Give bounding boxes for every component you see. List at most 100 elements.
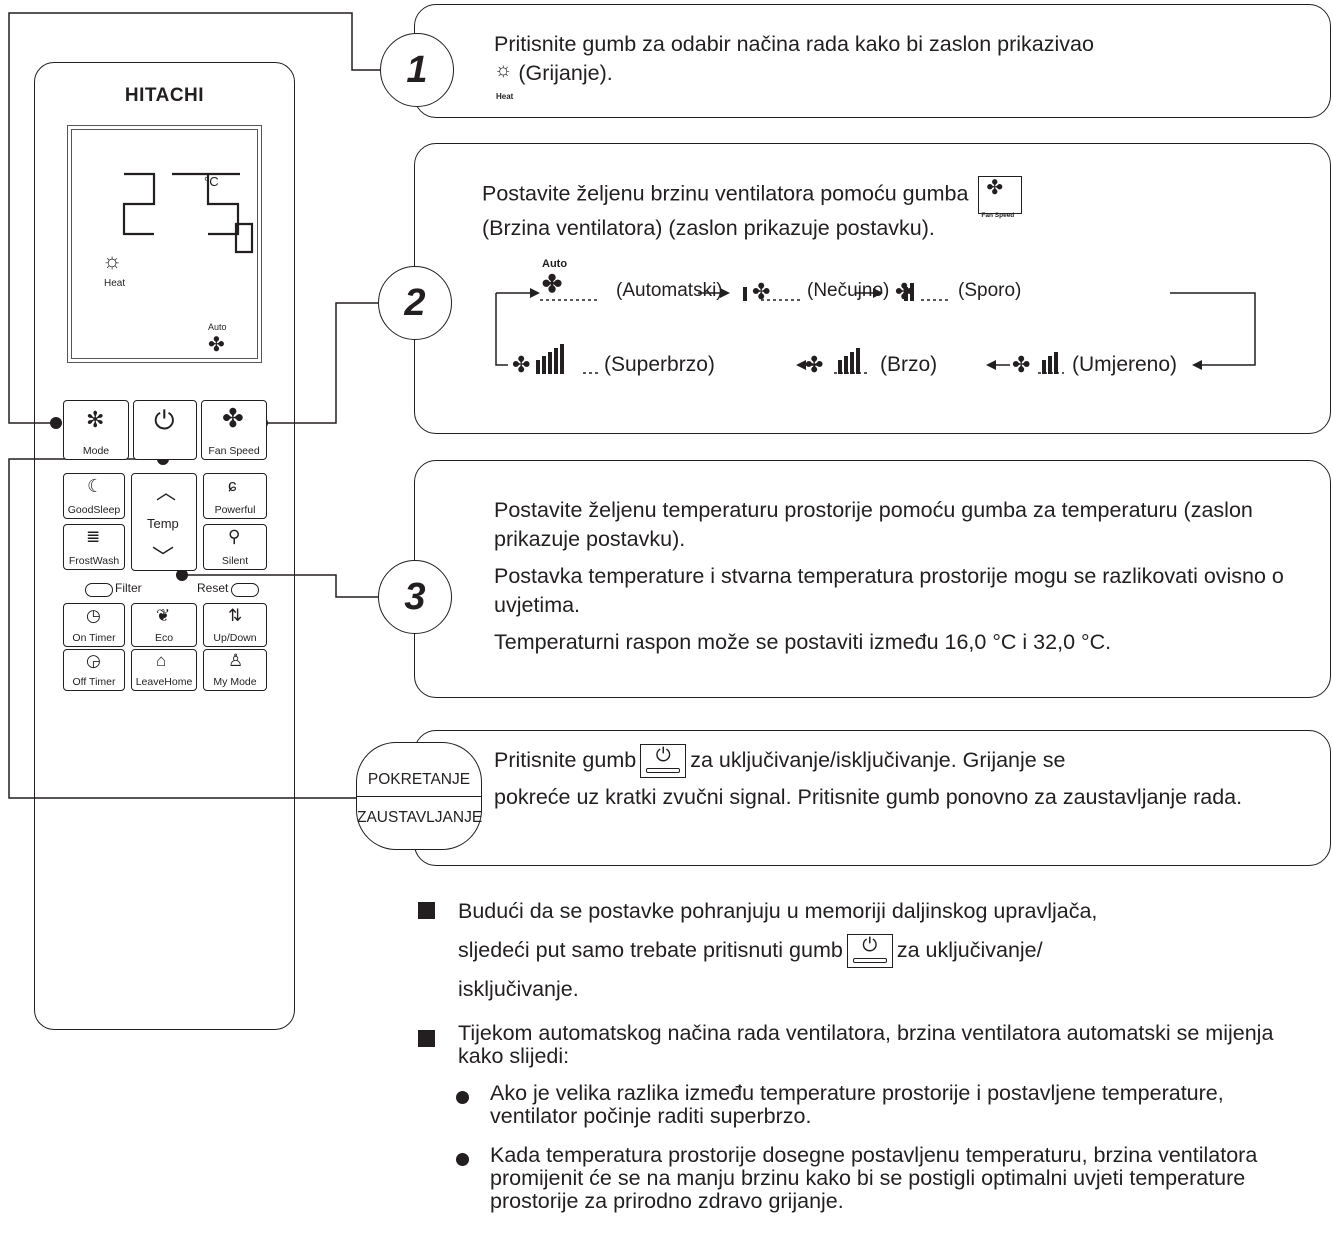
powerful-icon: ɕ bbox=[228, 476, 237, 495]
note-1-post: za uključivanje/ bbox=[896, 938, 1043, 962]
person-icon: ♙ bbox=[228, 651, 244, 670]
silent-icon: ⚲ bbox=[228, 527, 241, 546]
fan-icon: ✤ bbox=[542, 271, 563, 298]
step-2-line2: (Brzina ventilatora) (zaslon prikazuje p… bbox=[482, 216, 935, 240]
startstop-label-bottom: ZAUSTAVLJANJE bbox=[357, 809, 483, 826]
filter-label: Filter bbox=[115, 581, 142, 595]
off-timer-button[interactable]: ◶ Off Timer bbox=[63, 649, 125, 691]
remote-control: HITACHI °C ☼ Heat Auto ✤ ✻ Mode ⏻ ✤ Fan … bbox=[34, 62, 295, 1030]
startstop-pre: Pritisnite gumb bbox=[494, 748, 637, 772]
fan-icon: ✤ bbox=[752, 279, 771, 304]
power-icon: ⏻ bbox=[862, 935, 878, 957]
lcd-digits bbox=[122, 172, 254, 254]
fan-icon: ✤ bbox=[512, 352, 531, 377]
lcd-fan-auto: Auto bbox=[208, 322, 227, 332]
frostwash-icon: ≣ bbox=[86, 527, 101, 546]
speed-quiet: (Nečujno) bbox=[807, 280, 890, 301]
step-1-line1: Pritisnite gumb za odabir načina rada ka… bbox=[494, 32, 1094, 56]
powerful-button[interactable]: ɕ Powerful bbox=[203, 473, 267, 519]
mode-label: Mode bbox=[82, 445, 110, 457]
speed-slow: (Sporo) bbox=[958, 280, 1022, 301]
fan-icon: ✤ bbox=[222, 403, 244, 433]
power-icon: ⏻ bbox=[154, 405, 175, 435]
goodsleep-button[interactable]: ☾ GoodSleep bbox=[63, 473, 125, 519]
step-3-text: Postavite željenu temperaturu prostorije… bbox=[494, 496, 1304, 657]
mymode-label: My Mode bbox=[213, 676, 257, 688]
silent-button[interactable]: ⚲ Silent bbox=[203, 524, 267, 570]
clock-icon: ◶ bbox=[86, 651, 101, 670]
step-2-number: 2 bbox=[378, 266, 452, 340]
speed-fast: (Brzo) bbox=[880, 353, 938, 376]
bullet-dot bbox=[456, 1091, 469, 1104]
eco-button[interactable]: ❦ Eco bbox=[131, 603, 197, 647]
lcd-mode: Heat bbox=[104, 278, 126, 289]
swing-icon: ⇅ bbox=[228, 606, 243, 625]
temp-button[interactable]: ︿ Temp ﹀ bbox=[131, 473, 197, 571]
off-timer-label: Off Timer bbox=[72, 676, 116, 688]
home-icon: ⌂ bbox=[156, 651, 167, 670]
goodsleep-label: GoodSleep bbox=[67, 504, 121, 516]
sun-icon: ☼ bbox=[102, 248, 123, 273]
temp-label: Temp bbox=[147, 516, 179, 531]
note-2-bullet-1: Ako je velika razlika između temperature… bbox=[490, 1081, 1224, 1128]
mode-button[interactable]: ✻ Mode bbox=[63, 400, 129, 460]
bullet-square bbox=[418, 1030, 435, 1047]
note-1: Budući da se postavke pohranjuju u memor… bbox=[458, 892, 1308, 1009]
fan-speed-label: Fan Speed bbox=[208, 445, 260, 457]
updown-label: Up/Down bbox=[213, 632, 257, 644]
note-1-line3: isključivanje. bbox=[458, 977, 579, 1001]
fan-icon: ✤ bbox=[1012, 352, 1031, 377]
step-2-text: Postavite željenu brzinu ventilatora pom… bbox=[482, 176, 1302, 243]
startstop-label-top: POKRETANJE bbox=[367, 771, 471, 788]
heat-tag: Heat bbox=[496, 92, 514, 101]
fan-speed-tag: Fan Speed bbox=[981, 212, 1015, 219]
step-2-box bbox=[414, 143, 1331, 434]
fan-icon: ✤ bbox=[208, 334, 225, 356]
step-2-line1: Postavite željenu brzinu ventilatora pom… bbox=[482, 181, 969, 206]
on-timer-label: On Timer bbox=[72, 632, 116, 644]
step-3-p1: Postavite željenu temperaturu prostorije… bbox=[494, 498, 1253, 551]
speed-auto: (Automatski) bbox=[616, 280, 723, 301]
step-1-text: Pritisnite gumb za odabir načina rada ka… bbox=[494, 30, 1314, 101]
mymode-button[interactable]: ♙ My Mode bbox=[203, 649, 267, 691]
updown-button[interactable]: ⇅ Up/Down bbox=[203, 603, 267, 647]
startstop-badge: POKRETANJE ZAUSTAVLJANJE bbox=[356, 742, 482, 850]
fan-speed-button-icon: ✤ Fan Speed bbox=[978, 176, 1023, 219]
speed-medium: (Umjereno) bbox=[1072, 353, 1178, 376]
step-3-box bbox=[414, 460, 1331, 698]
bullet-square bbox=[418, 902, 435, 919]
power-button[interactable]: ⏻ bbox=[133, 400, 197, 460]
startstop-rest: pokreće uz kratki zvučni signal. Pritisn… bbox=[494, 785, 1243, 809]
filter-button[interactable] bbox=[85, 583, 113, 597]
note-1-line1: Budući da se postavke pohranjuju u memor… bbox=[458, 899, 1098, 923]
power-icon: ⏻ bbox=[655, 745, 671, 767]
note-1-pre: sljedeći put samo trebate pritisnuti gum… bbox=[458, 938, 843, 962]
leavehome-button[interactable]: ⌂ LeaveHome bbox=[131, 649, 197, 691]
note-2: Tijekom automatskog načina rada ventilat… bbox=[458, 1021, 1274, 1068]
silent-label: Silent bbox=[221, 555, 249, 567]
fan-cycle-diagram bbox=[495, 283, 1256, 374]
power-button-icon: ⏻ bbox=[640, 744, 687, 779]
on-timer-button[interactable]: ◷ On Timer bbox=[63, 603, 125, 647]
eco-label: Eco bbox=[154, 632, 174, 644]
moon-icon: ☾ bbox=[87, 476, 104, 496]
fan-speed-button[interactable]: ✤ Fan Speed bbox=[201, 400, 267, 460]
step-1-box bbox=[414, 4, 1331, 118]
step-3-number: 3 bbox=[378, 560, 452, 634]
fan-icon: ✤ bbox=[986, 177, 1004, 199]
bullet-dot bbox=[456, 1153, 469, 1166]
note-2-bullet-2: Kada temperatura prostorije dosegne post… bbox=[490, 1143, 1258, 1213]
brand-logo: HITACHI bbox=[124, 85, 205, 106]
lcd-display: °C ☼ Heat Auto ✤ bbox=[67, 125, 262, 363]
power-button-icon: ⏻ bbox=[846, 934, 893, 969]
reset-button[interactable] bbox=[231, 583, 259, 597]
speed-super: (Superbrzo) bbox=[604, 353, 715, 376]
startstop-post: za uključivanje/isključivanje. Grijanje … bbox=[690, 748, 1066, 772]
snowflake-icon: ✻ bbox=[86, 407, 105, 432]
leavehome-label: LeaveHome bbox=[135, 676, 193, 688]
sun-icon: ☼ bbox=[494, 59, 513, 82]
fan-icon: ✤ bbox=[895, 279, 914, 304]
step-3-p3: Temperaturni raspon može se postaviti iz… bbox=[494, 630, 1112, 654]
frostwash-button[interactable]: ≣ FrostWash bbox=[63, 524, 125, 570]
clock-icon: ◷ bbox=[86, 606, 101, 625]
